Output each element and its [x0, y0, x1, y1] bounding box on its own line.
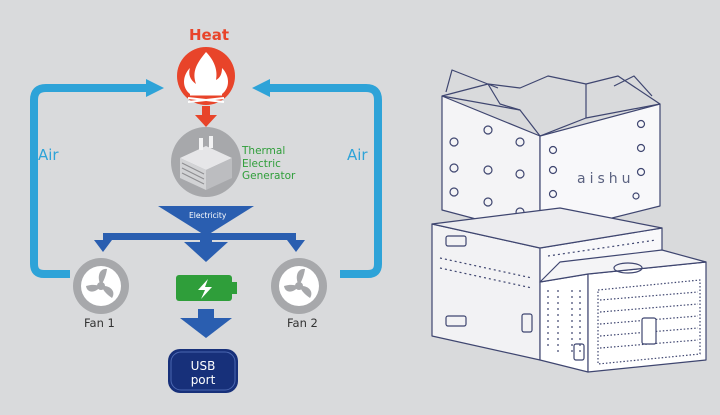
air-arrow-right [252, 79, 270, 97]
fan-icon [73, 258, 129, 314]
air-loop-right [266, 84, 382, 278]
air-arrow-left [146, 79, 164, 97]
generator-icon [171, 127, 241, 197]
fan-1-label: Fan 1 [84, 316, 115, 330]
air-label-left: Air [38, 146, 59, 164]
split-arrows [94, 233, 305, 262]
usb-arrow-shaft [198, 309, 214, 319]
air-label-right: Air [347, 146, 368, 164]
brand-logo-text: aishu [577, 171, 635, 187]
air-loop-left [30, 84, 150, 278]
fan-icon [271, 258, 327, 314]
fire-icon [177, 47, 235, 105]
usb-arrow-head [180, 318, 232, 338]
usb-port-box [168, 349, 238, 393]
usb-port-label: USB port [190, 359, 216, 387]
heat-arrow-shaft [202, 106, 210, 116]
heat-label: Heat [189, 26, 230, 44]
thermal-electric-generator-label: Thermal Electric Generator [242, 145, 296, 182]
heat-arrow-head [195, 115, 217, 127]
fan-2-label: Fan 2 [287, 316, 318, 330]
battery-charging-icon [176, 275, 237, 301]
electricity-arrow [158, 206, 254, 236]
electricity-label: Electricity [189, 211, 227, 220]
stove-illustration [431, 69, 707, 373]
